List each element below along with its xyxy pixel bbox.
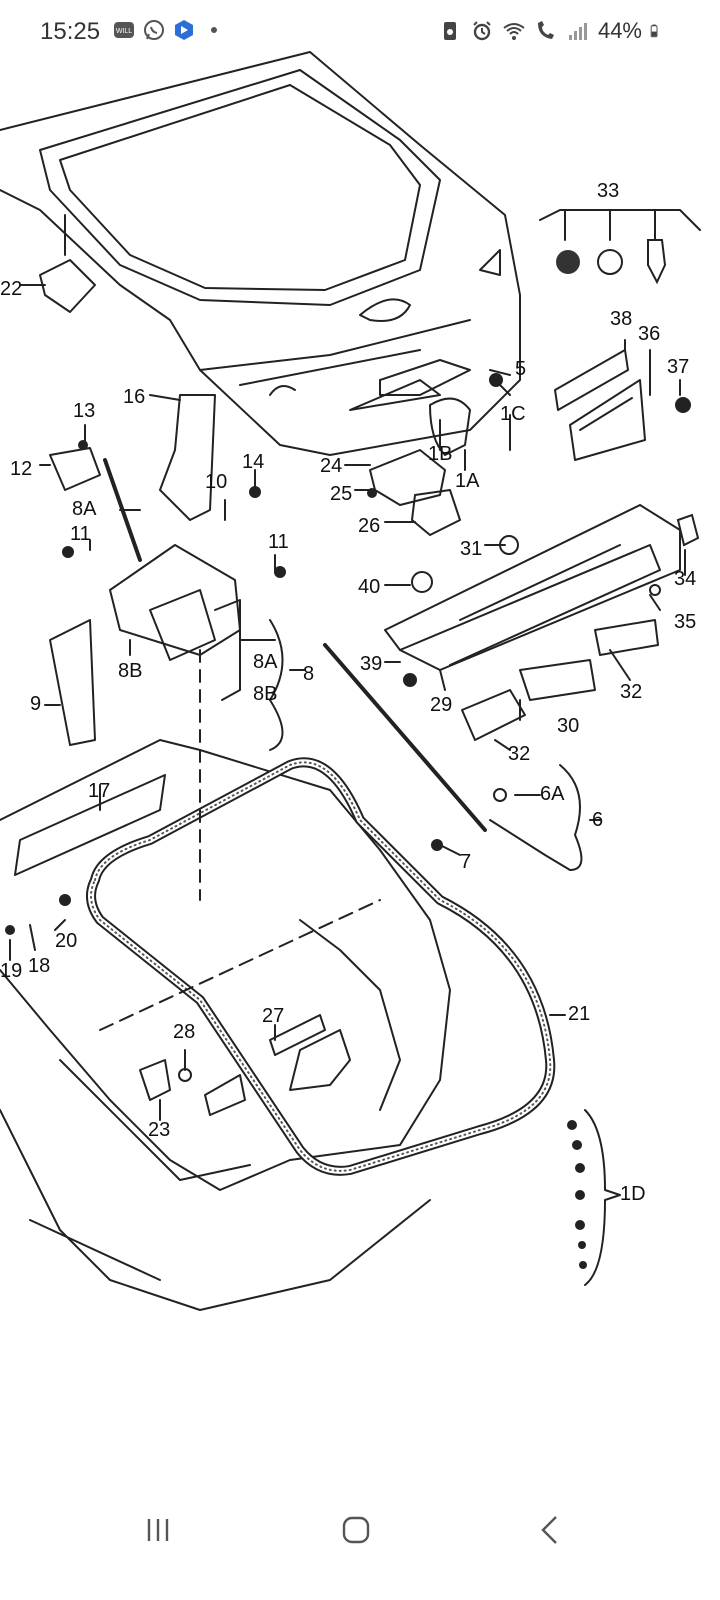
callout-32-left: 32: [508, 743, 530, 765]
callout-16: 16: [123, 386, 145, 408]
callout-19: 19: [0, 960, 22, 982]
rear-window: [39, 69, 441, 306]
callout-23: 23: [148, 1119, 170, 1141]
clip-icon: [647, 239, 667, 285]
notification-icons: WILL: [112, 18, 226, 42]
will-app-icon: WILL: [114, 22, 134, 38]
callout-22: 22: [0, 278, 22, 300]
callout-35: 35: [674, 611, 696, 633]
callout-36: 36: [638, 323, 660, 345]
callout-24: 24: [320, 455, 342, 477]
parts-diagram: 33 38 36 37 5 1C 1B 1A 22 16 13 12 14 10…: [0, 51, 701, 1311]
callout-10: 10: [205, 471, 227, 493]
nut-icon: [556, 250, 580, 274]
back-icon: [541, 1516, 557, 1544]
recent-apps-button[interactable]: [128, 1510, 188, 1550]
callout-8B: 8B: [253, 683, 277, 705]
callout-13: 13: [73, 400, 95, 422]
callout-11-right: 11: [268, 531, 289, 553]
callout-40: 40: [358, 576, 380, 598]
callout-27: 27: [262, 1005, 284, 1027]
callout-29: 29: [430, 694, 452, 716]
callout-6: 6: [592, 809, 603, 831]
callout-6A: 6A: [540, 783, 565, 805]
callout-37: 37: [667, 356, 689, 378]
svg-text:WILL: WILL: [116, 28, 132, 35]
callout-8A-top: 8A: [72, 498, 97, 520]
home-button[interactable]: [326, 1510, 386, 1550]
signal-icon: [568, 23, 587, 40]
dot-icon: [211, 27, 217, 33]
navigation-bar: [0, 1490, 720, 1570]
whatsapp-icon: [144, 20, 164, 40]
recycle-icon: [443, 22, 456, 40]
nut-icon: [597, 249, 623, 275]
callout-1A: 1A: [455, 470, 480, 492]
callout-8A: 8A: [253, 651, 278, 673]
callout-32-right: 32: [620, 681, 642, 703]
status-time: 15:25: [40, 18, 101, 45]
callout-33: 33: [597, 180, 619, 202]
callout-34: 34: [674, 568, 696, 590]
callout-17: 17: [88, 780, 110, 802]
system-icons: 44%: [438, 18, 664, 44]
status-bar: 15:25 WILL 44%: [0, 0, 720, 64]
tailgate-outline: [0, 51, 521, 456]
callout-1C: 1C: [500, 403, 526, 425]
alarm-icon: [473, 21, 491, 41]
callout-31: 31: [460, 538, 482, 560]
shield-app-icon: [175, 20, 193, 40]
callout-39: 39: [360, 653, 382, 675]
callout-8B-left: 8B: [118, 660, 142, 682]
callout-25: 25: [330, 483, 352, 505]
callout-7: 7: [460, 851, 471, 873]
wifi-calling-icon: [537, 21, 554, 39]
callout-12: 12: [10, 458, 32, 480]
home-icon: [342, 1516, 370, 1544]
callout-20: 20: [55, 930, 77, 952]
callout-18: 18: [28, 955, 50, 977]
back-button[interactable]: [520, 1510, 580, 1550]
wifi-icon: [503, 23, 525, 40]
recent-apps-icon: [147, 1519, 169, 1541]
callout-28: 28: [173, 1021, 195, 1043]
callout-8: 8: [303, 663, 314, 685]
callout-21: 21: [568, 1003, 590, 1025]
callout-1D: 1D: [620, 1183, 646, 1205]
boot-outline: [0, 739, 451, 1191]
callout-1B: 1B: [428, 443, 452, 465]
callout-14: 14: [242, 451, 264, 473]
callout-38: 38: [610, 308, 632, 330]
callout-30: 30: [557, 715, 579, 737]
callout-11-left: 11: [70, 523, 91, 545]
callout-9: 9: [30, 693, 41, 715]
callout-5: 5: [515, 358, 526, 380]
battery-icon: [650, 24, 658, 38]
battery-percent: 44%: [597, 18, 642, 43]
callout-26: 26: [358, 515, 380, 537]
